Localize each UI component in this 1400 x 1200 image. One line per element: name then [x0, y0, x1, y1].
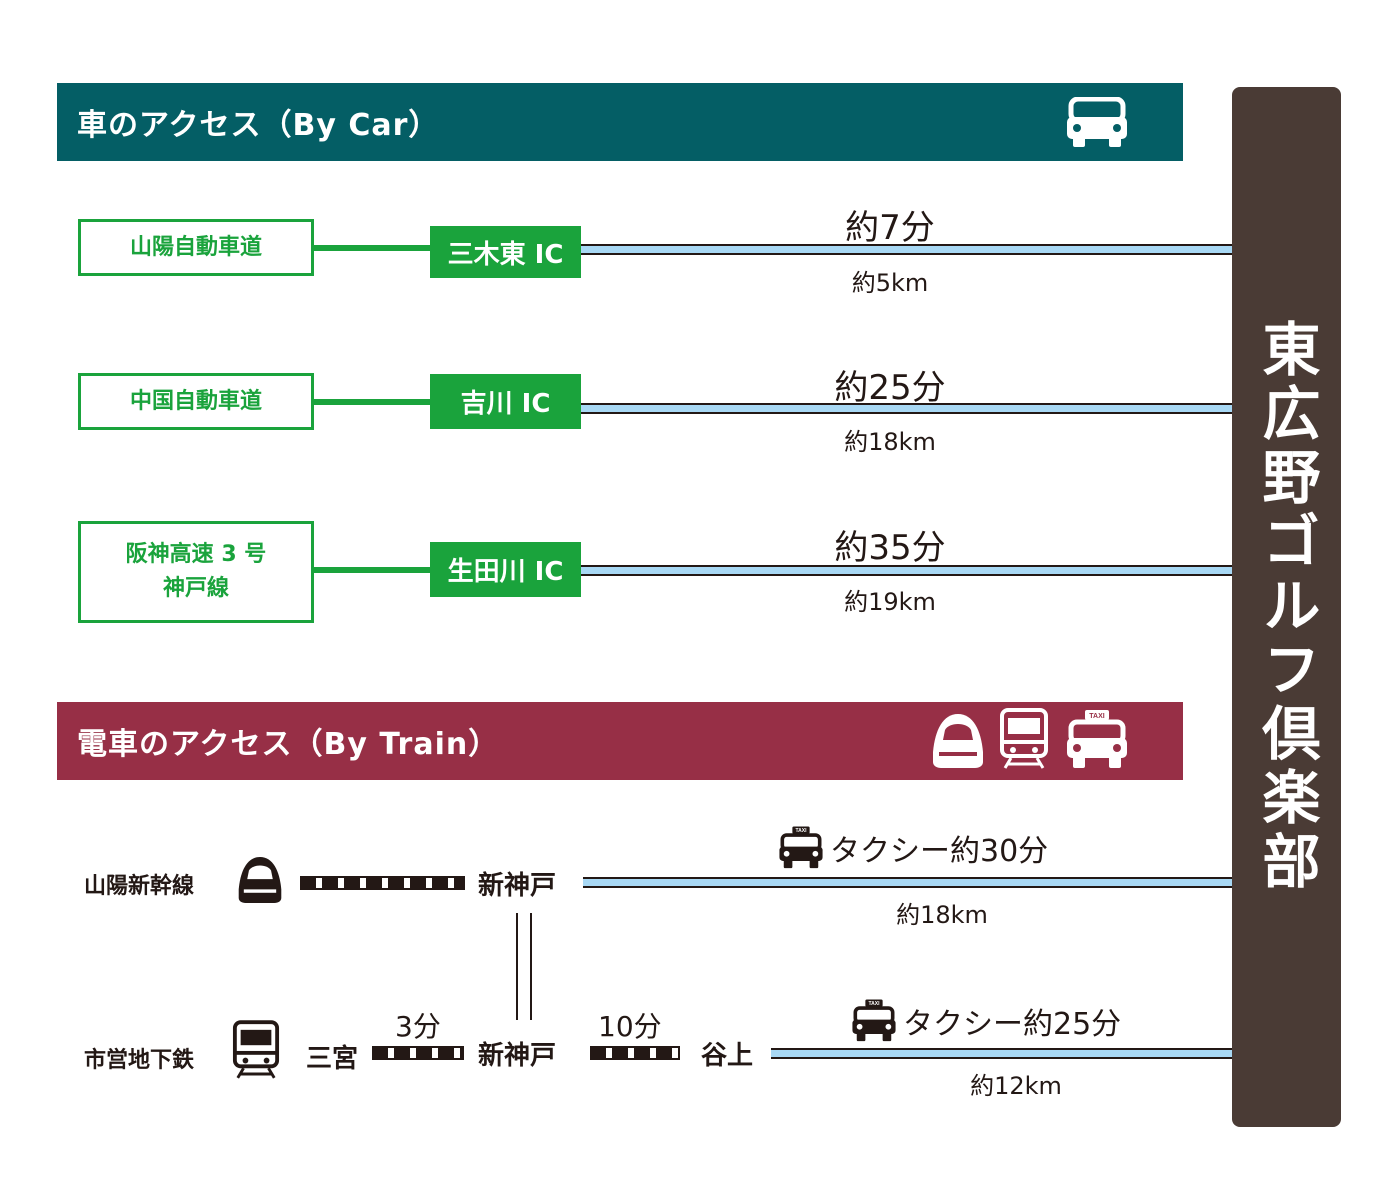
rail-track	[372, 1046, 464, 1060]
rail-track	[300, 876, 465, 890]
travel-distance: 約5km	[851, 269, 929, 297]
station-shinkobe: 新神戸	[478, 871, 557, 901]
taxi-time-text: タクシー約30分	[830, 834, 1049, 869]
connector-line	[311, 399, 431, 405]
shinkansen-icon	[933, 714, 983, 768]
travel-distance: 約18km	[844, 428, 936, 456]
expressway-box-chugoku: 中国自動車道	[78, 373, 314, 430]
travel-distance: 約19km	[844, 588, 936, 616]
train-icon	[232, 1020, 280, 1079]
route-line	[581, 565, 1232, 576]
travel-distance: 約18km	[896, 901, 988, 929]
taxi-time-text: タクシー約25分	[903, 1007, 1122, 1042]
train-access-header: 電車のアクセス（By Train） TAXI	[57, 702, 1183, 780]
train-icon	[1000, 708, 1048, 769]
ic-box-ikutagawa: 生田川 IC	[430, 542, 581, 597]
line-label-subway: 市営地下鉄	[84, 1048, 195, 1073]
station-shinkobe: 新神戸	[478, 1041, 557, 1071]
route-line	[583, 877, 1232, 888]
segment-time: 3分	[395, 1010, 441, 1043]
car-access-header: 車のアクセス（By Car）	[57, 83, 1183, 161]
expressway-name: 中国自動車道	[129, 388, 262, 414]
svg-text:TAXI: TAXI	[868, 1001, 880, 1007]
taxi-time-shinkansen: TAXI タクシー約30分	[778, 826, 1048, 870]
shinkansen-icon	[238, 857, 282, 903]
route-line	[771, 1048, 1232, 1059]
route-line	[581, 244, 1232, 255]
travel-time: 約25分	[834, 368, 946, 408]
route-line	[581, 403, 1232, 414]
travel-time: 約35分	[834, 528, 946, 568]
expressway-box-hanshin: 阪神高速 3 号 神戸線	[78, 521, 314, 623]
ic-name: 吉川 IC	[460, 389, 551, 419]
connector-line	[311, 245, 431, 251]
station-sannomiya: 三宮	[306, 1044, 359, 1074]
travel-time: 約7分	[845, 208, 935, 248]
train-access-title: 電車のアクセス（By Train）	[77, 727, 500, 762]
expressway-name: 阪神高速 3 号 神戸線	[125, 542, 267, 601]
svg-text:TAXI: TAXI	[1089, 713, 1104, 720]
expressway-name: 山陽自動車道	[129, 234, 262, 260]
segment-time: 10分	[598, 1010, 662, 1043]
taxi-icon: TAXI	[1067, 710, 1127, 768]
taxi-time-subway: TAXI タクシー約25分	[851, 999, 1121, 1043]
car-access-title: 車のアクセス（By Car）	[77, 108, 440, 143]
destination-name: 東広野ゴルフ倶楽部	[1252, 319, 1321, 895]
taxi-icon: TAXI	[779, 826, 823, 869]
transfer-line	[516, 913, 518, 1020]
ic-box-yokawa: 吉川 IC	[430, 374, 581, 429]
connector-line	[311, 567, 431, 573]
transfer-line	[530, 913, 532, 1020]
ic-name: 三木東 IC	[447, 239, 564, 270]
taxi-icon: TAXI	[852, 999, 896, 1042]
svg-text:TAXI: TAXI	[795, 828, 807, 834]
station-tanigami: 谷上	[701, 1041, 754, 1071]
ic-name: 生田川 IC	[447, 557, 564, 587]
expressway-box-sanyo: 山陽自動車道	[78, 219, 314, 276]
travel-distance: 約12km	[970, 1072, 1062, 1100]
ic-box-mikihigashi: 三木東 IC	[430, 226, 581, 278]
line-label-shinkansen: 山陽新幹線	[84, 874, 195, 899]
rail-track	[590, 1046, 680, 1060]
destination-pillar: 東広野ゴルフ倶楽部	[1232, 87, 1341, 1127]
car-icon	[1067, 97, 1127, 147]
